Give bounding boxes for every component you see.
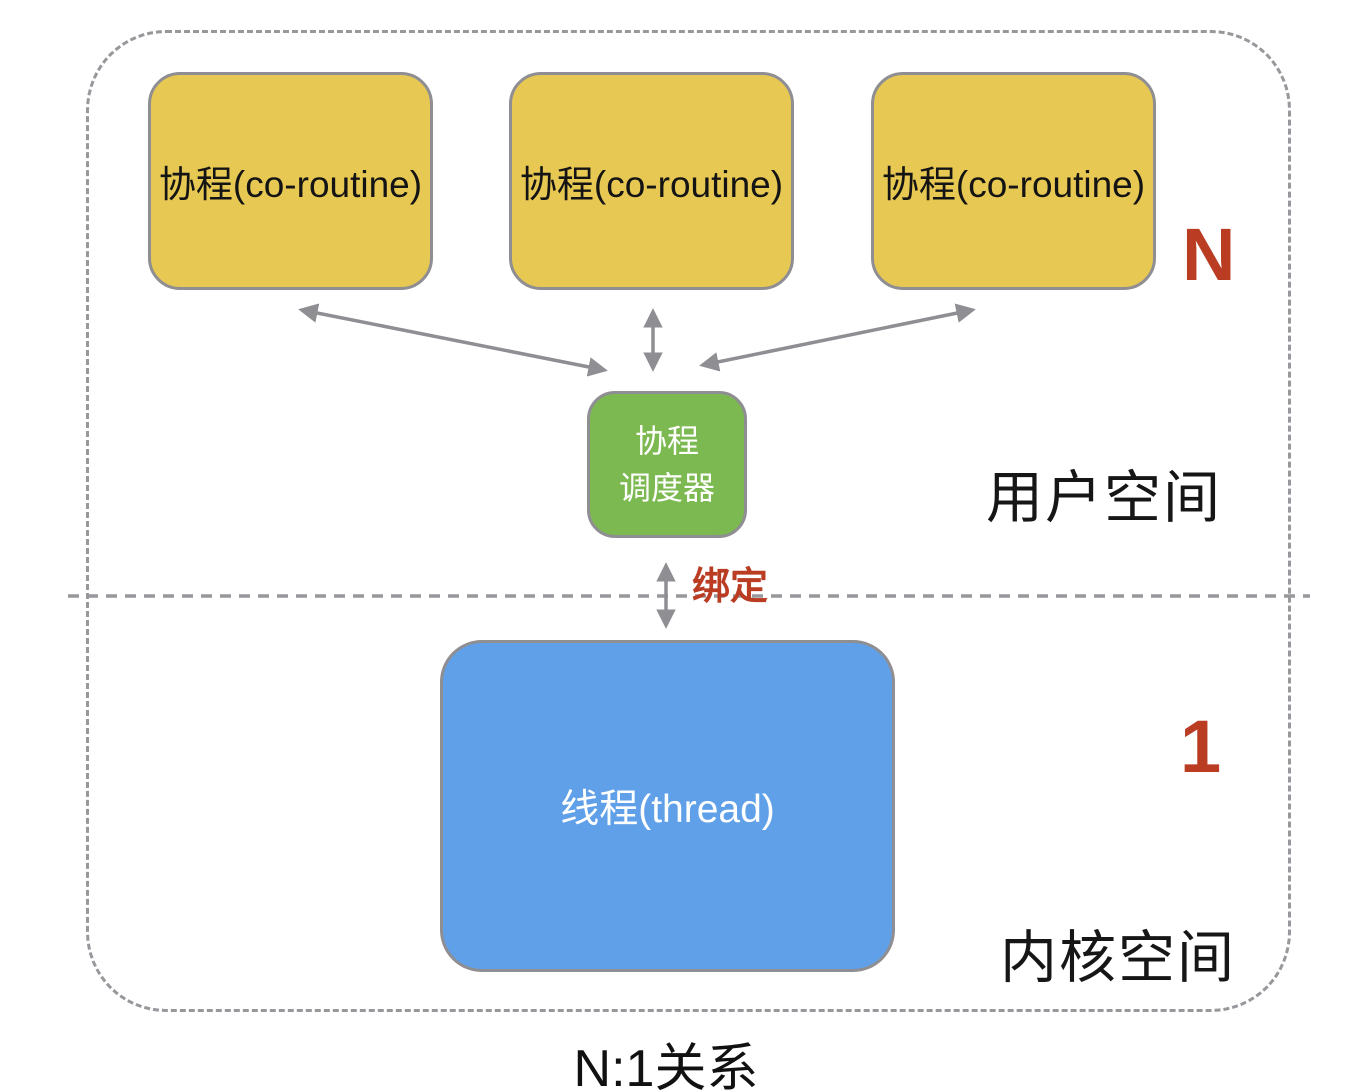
user-space-label: 用户空间 <box>986 466 1222 530</box>
coroutine-box-1-label: 协程(co-routine) <box>158 164 423 205</box>
kernel-space-label: 内核空间 <box>1000 926 1236 990</box>
thread-box: 线程(thread) <box>440 640 895 972</box>
coroutine-box-1: 协程(co-routine) <box>148 72 433 290</box>
coroutine-scheduler-box: 协程 调度器 <box>587 391 747 538</box>
scheduler-label-line1: 协程 <box>634 422 699 459</box>
multiplicity-n: N <box>1182 213 1236 296</box>
multiplicity-1: 1 <box>1180 705 1222 788</box>
scheduler-label-line2: 调度器 <box>618 469 715 506</box>
coroutine-box-2-label: 协程(co-routine) <box>519 164 784 205</box>
diagram-caption: N:1关系 <box>573 1040 759 1092</box>
coroutine-box-3-label: 协程(co-routine) <box>881 164 1146 205</box>
coroutine-box-2: 协程(co-routine) <box>509 72 794 290</box>
coroutine-box-3: 协程(co-routine) <box>871 72 1156 290</box>
space-boundary-container <box>86 30 1291 1012</box>
thread-box-label: 线程(thread) <box>560 788 775 831</box>
bind-label: 绑定 <box>692 566 769 608</box>
